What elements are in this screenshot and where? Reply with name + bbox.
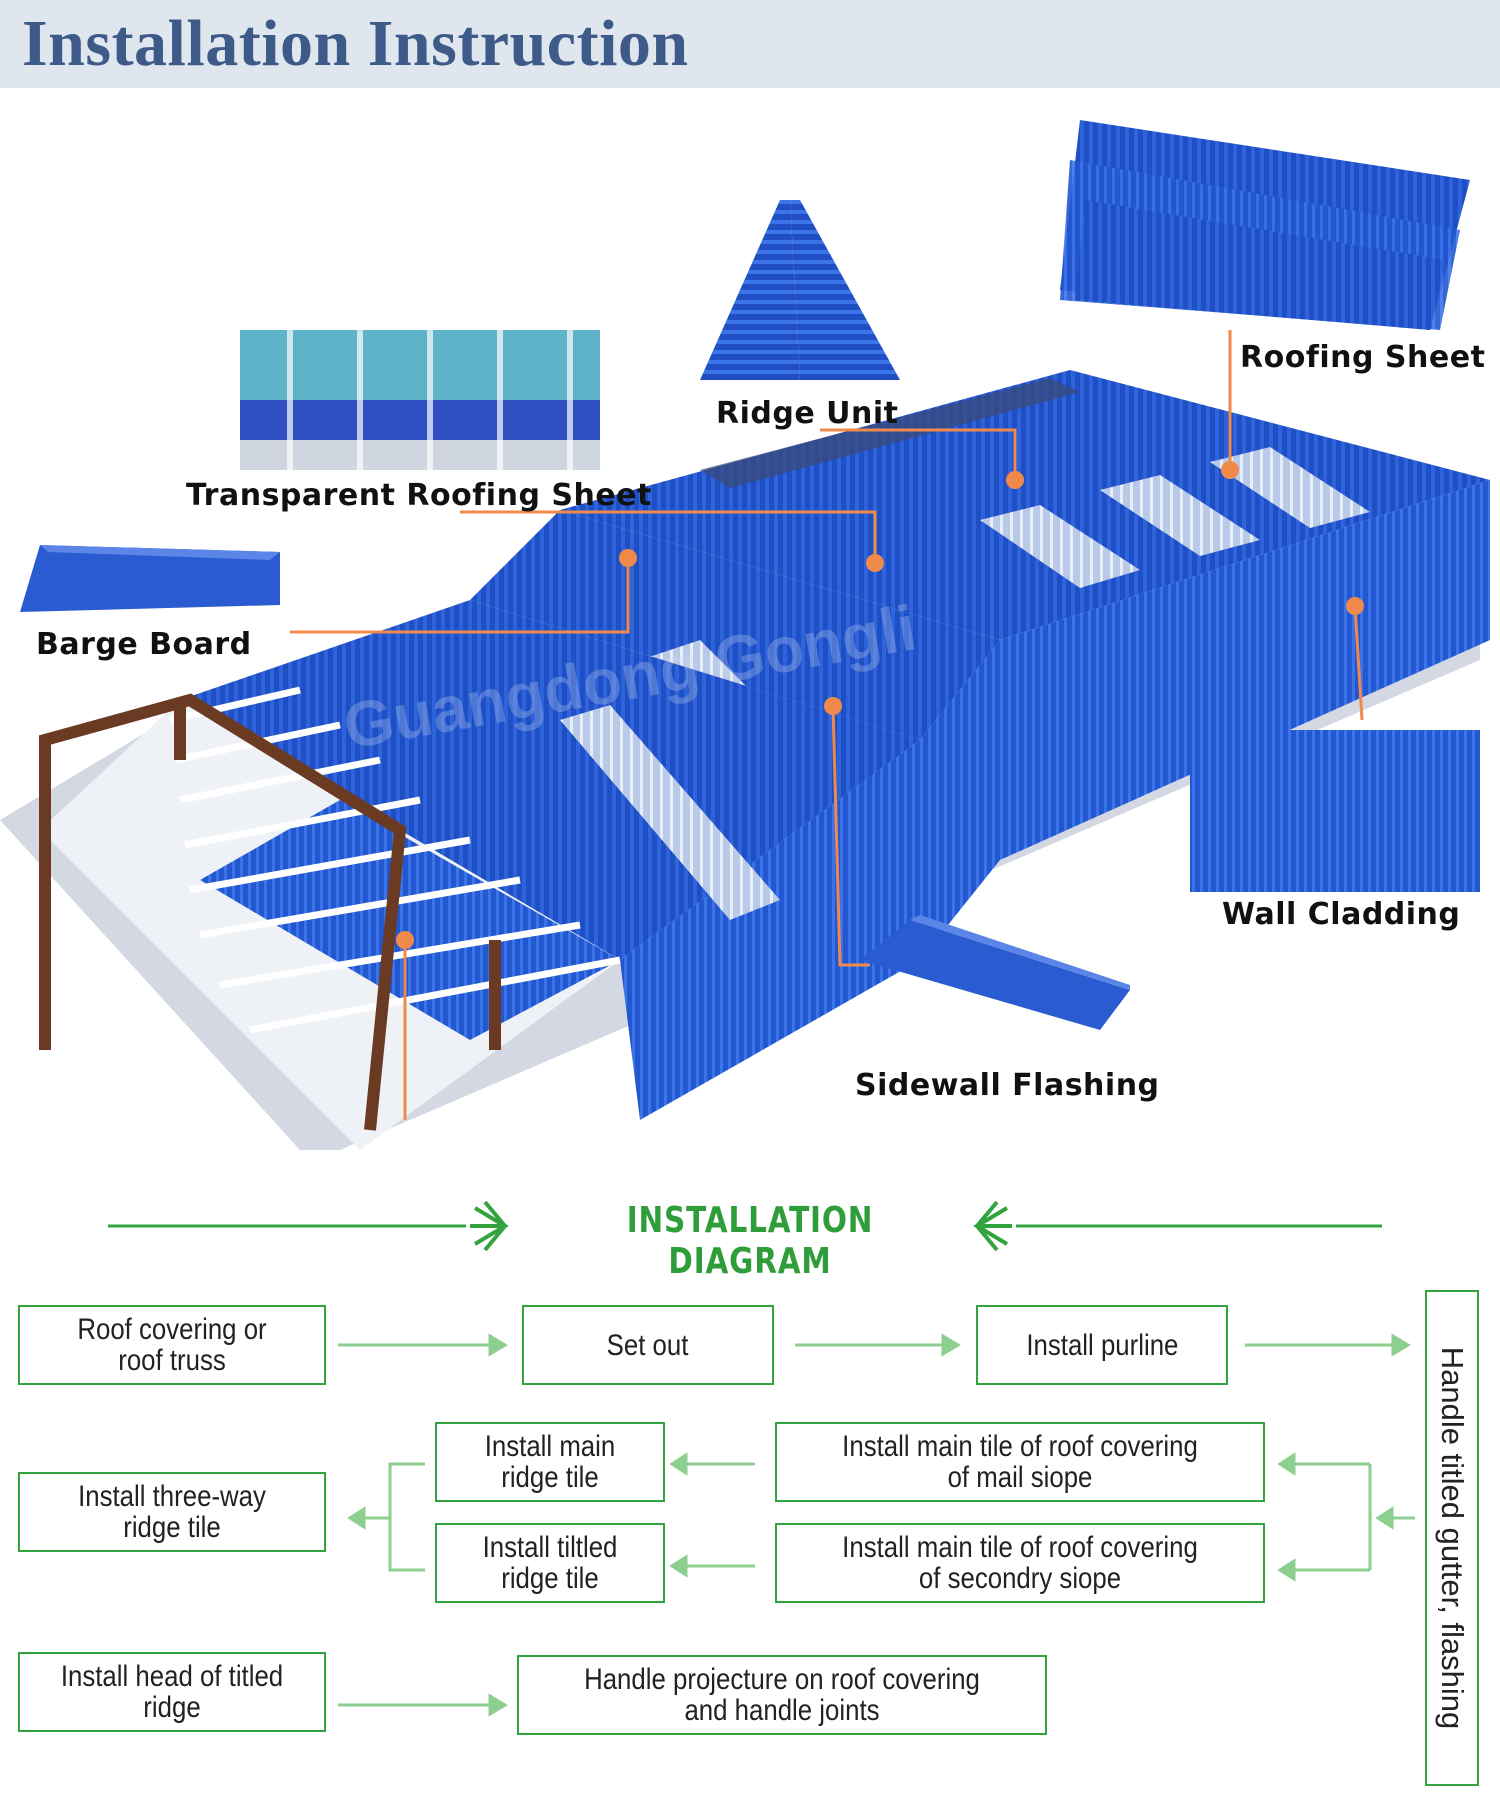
front-wall (620, 740, 920, 1120)
purlin-bars (169, 686, 621, 1034)
label-roofing-sheet: Roofing Sheet (1240, 340, 1486, 375)
main-roof-slope-back (560, 370, 1490, 640)
step-head-titled-ridge: Install head of titled ridge (18, 1652, 326, 1732)
step-three-way-ridge-tile: Install three-way ridge tile (18, 1472, 326, 1552)
barge-board-image (20, 545, 280, 612)
front-skylight (560, 705, 780, 920)
roofing-sheet-image (1060, 120, 1470, 330)
sidewall-flashing-image (860, 915, 1130, 1030)
skylight-2 (1100, 475, 1260, 556)
wall-cladding-image (1190, 730, 1480, 892)
middle-wall (920, 640, 1000, 960)
step-main-ridge-tile-text: Install main ridge tile (484, 1430, 616, 1494)
step-main-tile-secondary-slope: Install main tile of roof covering of se… (775, 1523, 1265, 1603)
steel-truss (39, 693, 501, 1131)
step-install-purline-text: Install purline (1025, 1328, 1179, 1362)
step-handle-gutter-text: Handle titled gutter, flashing (1435, 1346, 1470, 1730)
step-handle-projecture: Handle projecture on roof covering and h… (517, 1655, 1047, 1735)
middle-roof (470, 510, 1000, 740)
label-transparent-roofing-sheet: Transparent Roofing Sheet (186, 478, 652, 513)
page-title: Installation Instruction (22, 7, 689, 80)
transparent-sheet-image (240, 330, 600, 470)
step-main-tile-main-slope-text: Install main tile of roof covering of ma… (842, 1430, 1198, 1494)
title-ornament-right (973, 1200, 1012, 1252)
step-roof-truss-text: Roof covering or roof truss (77, 1313, 267, 1377)
step-set-out-text: Set out (607, 1328, 689, 1362)
ridge-dark-strip (700, 378, 1080, 488)
title-ornament-left (470, 1200, 509, 1252)
step-three-way-ridge-tile-text: Install three-way ridge tile (78, 1480, 266, 1544)
step-head-titled-ridge-text: Install head of titled ridge (60, 1660, 284, 1724)
step-roof-truss: Roof covering or roof truss (18, 1305, 326, 1385)
ridge-unit-image (700, 200, 900, 380)
step-set-out: Set out (522, 1305, 774, 1385)
step-install-purline: Install purline (976, 1305, 1228, 1385)
callout-lines (290, 330, 1364, 1120)
label-wall-cladding: Wall Cladding (1222, 897, 1461, 932)
step-main-tile-main-slope: Install main tile of roof covering of ma… (775, 1422, 1265, 1502)
skylight-1 (980, 505, 1140, 588)
label-ridge-unit: Ridge Unit (716, 396, 899, 431)
step-main-tile-secondary-slope-text: Install main tile of roof covering of se… (842, 1531, 1198, 1595)
skylight-3 (1210, 447, 1370, 528)
step-handle-projecture-text: Handle projecture on roof covering and h… (584, 1663, 980, 1727)
callout-dots (396, 461, 1364, 949)
label-sidewall-flashing: Sidewall Flashing (855, 1068, 1160, 1103)
step-handle-gutter: Handle titled gutter, flashing (1425, 1290, 1479, 1786)
main-roof-front-wall (1000, 480, 1490, 860)
building-illustration (0, 120, 1490, 1150)
header-bar: Installation Instruction (0, 0, 1500, 88)
step-main-ridge-tile: Install main ridge tile (435, 1422, 665, 1502)
label-barge-board: Barge Board (36, 627, 252, 662)
installation-diagram-title: INSTALLATION DIAGRAM (626, 1200, 874, 1282)
step-tilted-ridge-tile-text: Install tiltled ridge tile (482, 1531, 618, 1595)
step-tilted-ridge-tile: Install tiltled ridge tile (435, 1523, 665, 1603)
